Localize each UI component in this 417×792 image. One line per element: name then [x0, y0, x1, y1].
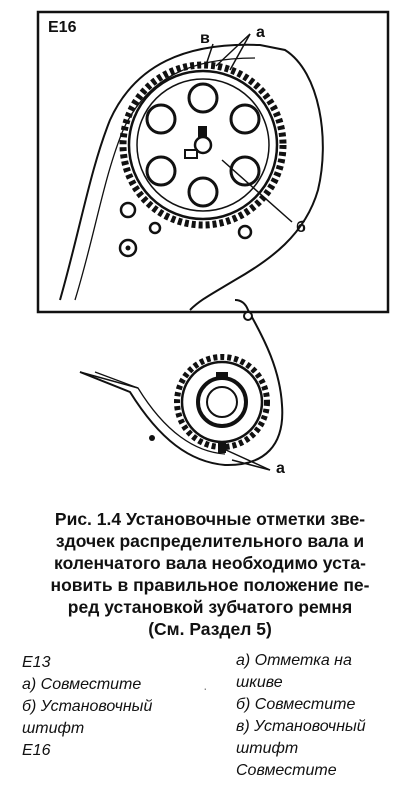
- label-a-bottom: а: [276, 460, 285, 477]
- legend-line: штифт: [22, 720, 85, 737]
- legend-left: E13 а) Совместите б) Установочный штифт …: [22, 652, 152, 762]
- legend-line: Совместите: [236, 762, 337, 779]
- legend-line: шкиве: [236, 674, 283, 691]
- panel-label-e16: E16: [48, 19, 77, 36]
- caption-line: ред установкой зубчатого ремня: [67, 597, 353, 617]
- bottom-housing-inner: [94, 371, 226, 455]
- caption-line: Рис. 1.4 Установочные отметки зве-: [54, 509, 366, 529]
- top-pointers: [204, 33, 293, 223]
- timing-marks-diagram: E16 в а б: [36, 10, 390, 477]
- dowel-pin-mark: [198, 126, 207, 137]
- legend-right: а) Отметка на шкиве б) Совместите в) Уст…: [236, 650, 366, 782]
- speck-mark: ·: [203, 680, 208, 696]
- legend-line: E16: [22, 742, 51, 759]
- cam-sprocket-holes: [145, 82, 261, 208]
- legend-line: штифт: [236, 740, 299, 757]
- legend-line: E13: [22, 654, 51, 671]
- crank-key: [216, 372, 228, 380]
- legend-line: в) Установочный: [236, 718, 366, 735]
- crank-mark: [218, 441, 226, 453]
- legend-line: б) Совместите: [236, 696, 356, 713]
- top-panel-frame: [36, 10, 390, 314]
- legend-line: б) Установочный: [22, 698, 153, 715]
- crank-sprocket-hub-inner: [206, 386, 238, 418]
- cam-sprocket-inner: [136, 78, 270, 212]
- bottom-housing-bolt: [243, 311, 253, 321]
- label-b: б: [296, 219, 306, 236]
- caption-line: (См. Раздел 5): [148, 619, 272, 639]
- label-v: в: [200, 30, 210, 47]
- cam-sprocket-teeth: [119, 61, 287, 229]
- dowel-slot: [184, 149, 198, 159]
- label-a-top: а: [256, 24, 265, 41]
- housing-bolts: [118, 201, 253, 258]
- bottom-housing-outline: [79, 299, 284, 467]
- caption-line: новить в правильное положение пе-: [50, 575, 370, 595]
- caption-line: здочек распределительного вала и: [55, 531, 365, 551]
- figure-caption: Рис. 1.4 Установочные отметки зве- здоче…: [16, 508, 404, 640]
- bottom-housing-edge: [79, 371, 139, 389]
- caption-line: коленчатого вала необходимо уста-: [54, 553, 366, 573]
- legend-line: а) Отметка на: [236, 652, 352, 669]
- bottom-housing-bolt-2: [149, 435, 155, 441]
- legend-line: а) Совместите: [22, 676, 142, 693]
- housing-bolt-center: [125, 245, 131, 251]
- bottom-pointers: [225, 449, 271, 471]
- top-housing-outline: [59, 43, 324, 311]
